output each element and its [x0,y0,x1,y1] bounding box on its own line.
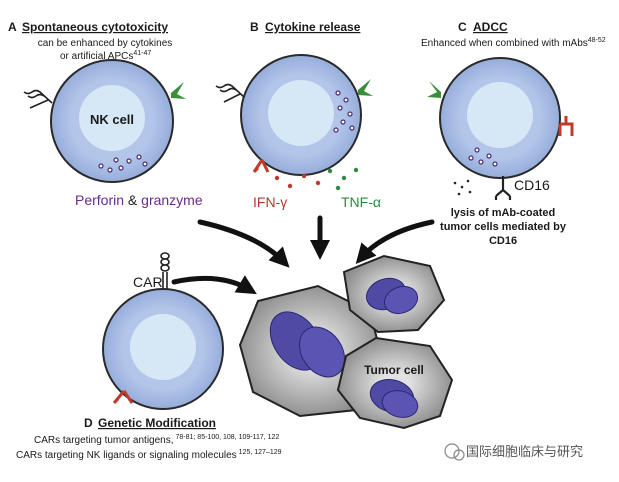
tnf-alpha-label: TNF-α [341,194,381,210]
adcc-desc-line1: lysis of mAb-coated [451,207,556,219]
panel-a-line1: can be enhanced by cytokines [38,38,173,49]
nk-cell-d-nucleus [130,314,196,380]
arrows [171,215,435,295]
panel-d-letter: D [84,416,93,430]
red-receptor-d [112,390,134,405]
cytokine-dots [274,167,359,191]
tumor-nucleus-2b [383,285,419,315]
green-receptor-b [358,79,373,96]
tumor-cells: Tumor cell [238,254,454,430]
tumor-cell-label: Tumor cell [364,363,424,377]
wechat-icon [444,443,460,459]
panel-c: C ADCC Enhanced when combined with mAbs4… [421,20,606,247]
cd16-label: CD16 [514,177,550,193]
panel-d-line1: CARs targeting tumor antigens,78-81; 85-… [34,434,279,446]
antibody-dots [453,179,472,196]
panel-a-title: Spontaneous cytotoxicity [22,20,168,34]
nk-cell-label: NK cell [90,112,134,127]
watermark-text: 国际细胞临床与研究 [466,444,583,459]
ifn-gamma-label: IFN-γ [253,194,287,210]
tumor-nucleus-1b [298,326,346,378]
red-receptor-c [558,116,574,136]
activating-receptor-b [215,83,245,103]
arrow-from-c [355,219,435,264]
activating-receptor-a [23,89,53,109]
car-label: CAR [133,274,163,290]
panel-d: CAR D Genetic Modification CARs targetin… [16,252,282,461]
perforin-granzyme-label: Perforin & granzyme [75,192,203,208]
nk-cell-c-nucleus [467,82,533,148]
panel-d-title: Genetic Modification [98,416,216,430]
panel-c-letter: C [458,20,467,34]
granules-a [98,154,148,173]
panel-b: B Cytokine release IFN-γ TNF-α [215,20,381,210]
red-receptor-b [252,159,270,174]
panel-b-title: Cytokine release [265,20,361,34]
watermark: 国际细胞临床与研究 [444,443,583,461]
adcc-desc-line2: tumor cells mediated by [440,221,567,233]
nk-cell-b-nucleus [268,80,334,146]
cd16-receptor-icon [494,176,512,200]
panel-d-line2: CARs targeting NK ligands or signaling m… [16,449,282,461]
nk-cell-a-nucleus [79,85,145,151]
panel-c-title: ADCC [473,20,508,34]
adcc-desc-line3: CD16 [489,235,517,247]
panel-a: A Spontaneous cytotoxicity can be enhanc… [8,20,203,208]
car-construct-icon [160,252,170,289]
green-receptor-c [427,81,441,98]
arrow-from-a [197,219,290,268]
panel-b-letter: B [250,20,259,34]
granules-c [468,147,498,167]
tumor-nucleus-3b [381,390,419,418]
panel-a-letter: A [8,20,17,34]
granules-b [333,90,355,133]
green-receptor-a [171,82,186,99]
arrow-from-d [171,275,257,295]
panel-a-line2: or artificial APCs41-47 [60,50,151,62]
panel-c-subtitle: Enhanced when combined with mAbs48-52 [421,37,606,49]
